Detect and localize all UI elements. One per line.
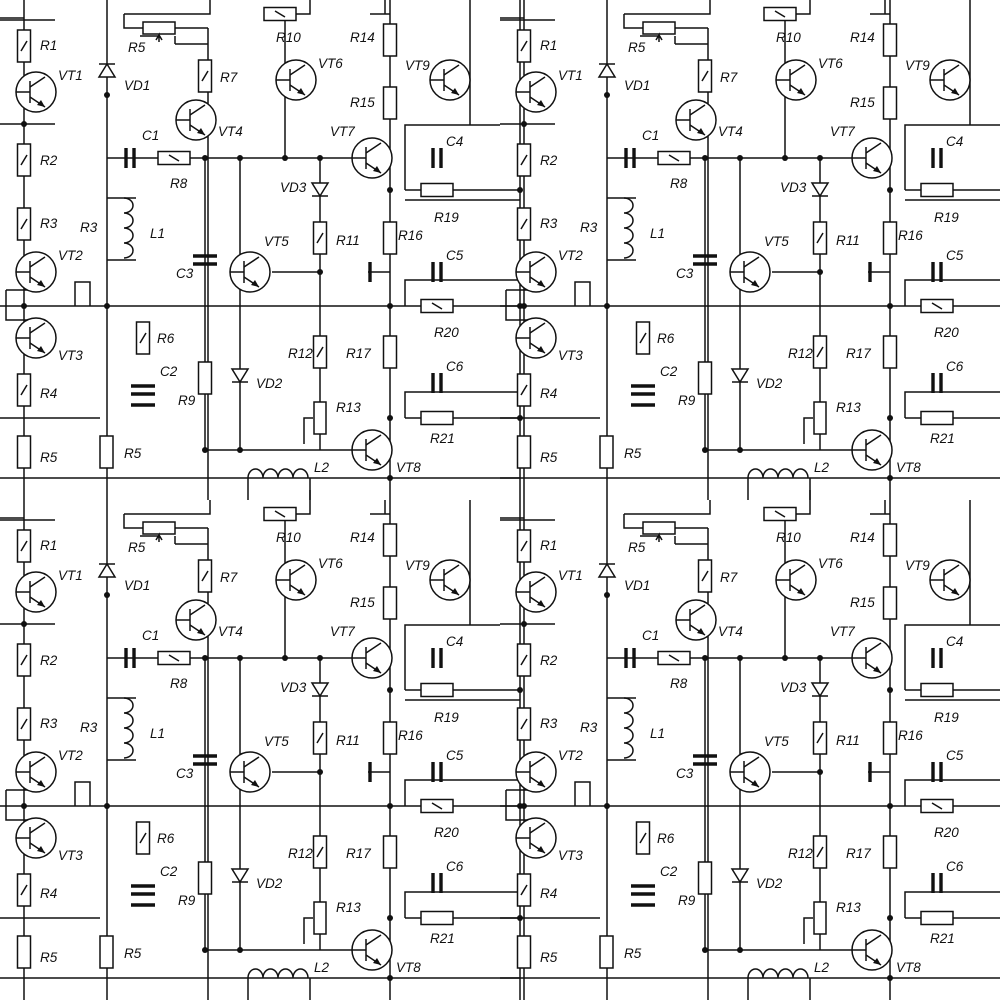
tile-bottom-left (0, 488, 525, 1000)
tile-top-right (498, 0, 1000, 502)
tile-bottom-right (498, 488, 1000, 1000)
tile-top-left (0, 0, 525, 502)
